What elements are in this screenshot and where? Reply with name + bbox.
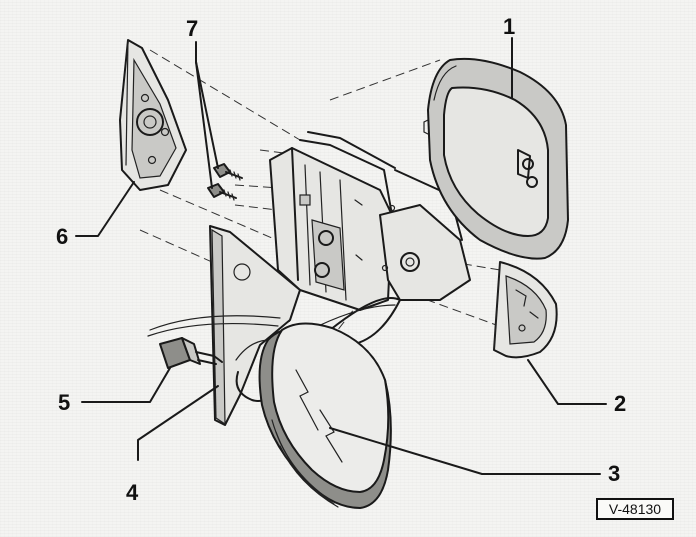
part-5-connector bbox=[147, 315, 281, 369]
callout-leader-lines bbox=[75, 37, 607, 475]
callout-1: 1 bbox=[503, 14, 516, 39]
part-6-inner-cover bbox=[119, 39, 187, 191]
callout-7: 7 bbox=[186, 16, 199, 41]
callout-6: 6 bbox=[56, 224, 69, 249]
mirror-housing bbox=[309, 169, 471, 346]
reference-code-label: V-48130 bbox=[596, 498, 674, 520]
callout-5: 5 bbox=[58, 390, 71, 415]
part-1-mirror-cap bbox=[423, 57, 569, 260]
callout-3: 3 bbox=[608, 461, 621, 486]
mirror-bracket bbox=[269, 131, 396, 311]
part-7-screws bbox=[207, 163, 243, 201]
part-4-trim-panel bbox=[209, 225, 301, 426]
callout-2: 2 bbox=[614, 391, 627, 416]
part-3-mirror-glass bbox=[258, 322, 392, 509]
part-2-lower-cover bbox=[493, 261, 558, 359]
callout-4: 4 bbox=[126, 480, 139, 505]
